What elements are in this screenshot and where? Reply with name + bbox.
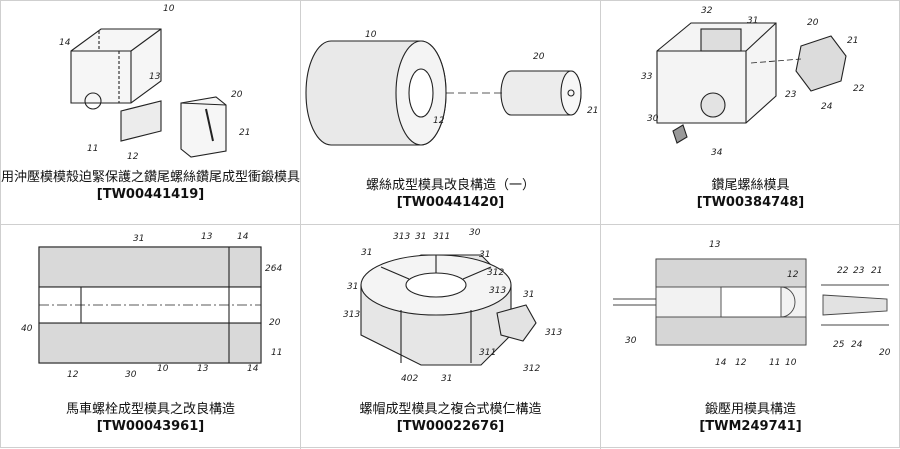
- patent-caption: 鑽尾螺絲模具 [TW00384748]: [601, 177, 900, 211]
- fig-label: 23: [785, 90, 797, 100]
- fig-label: 11: [769, 358, 780, 368]
- patent-caption: 鍛壓用模具構造 [TWM249741]: [601, 401, 900, 435]
- divider: [600, 1, 601, 449]
- fig-label: 40: [21, 324, 33, 334]
- patent-drawing: 10 14 13 20 21 11 12: [59, 4, 250, 161]
- fig-label: 12: [787, 270, 799, 280]
- fig-label: 12: [67, 370, 79, 380]
- fig-label: 11: [87, 144, 98, 154]
- fig-label: 30: [625, 336, 637, 346]
- fig-label: 24: [821, 102, 833, 112]
- fig-label: 312: [487, 268, 504, 278]
- patent-drawing: 313 31 311 30 31 31 312 31 313 313 31 31…: [343, 228, 562, 384]
- fig-label: 22: [853, 84, 865, 94]
- fig-label: 21: [871, 266, 882, 276]
- fig-label: 14: [247, 364, 259, 374]
- fig-label: 20: [533, 52, 545, 62]
- fig-label: 10: [163, 4, 175, 14]
- fig-label: 31: [479, 250, 490, 260]
- fig-label: 10: [157, 364, 169, 374]
- patent-card[interactable]: 31 13 14 264 40 20 11 12 30 10 13 14 馬車螺…: [1, 225, 300, 449]
- patent-number[interactable]: [TWM249741]: [699, 419, 802, 434]
- fig-label: 21: [239, 128, 250, 138]
- fig-label: 33: [641, 72, 653, 82]
- fig-label: 25: [833, 340, 845, 350]
- patent-card[interactable]: 313 31 311 30 31 31 312 31 313 313 31 31…: [301, 225, 600, 449]
- patent-caption: 用沖壓模模殼迫緊保護之鑽尾螺絲鑽尾成型衝鍛模具 [TW00441419]: [1, 169, 300, 203]
- fig-label: 14: [237, 232, 249, 242]
- patent-caption: 馬車螺栓成型模具之改良構造 [TW00043961]: [1, 401, 300, 435]
- patent-card[interactable]: 32 31 20 21 33 22 23 24 30 34 鑽尾螺絲模具 [TW…: [601, 1, 900, 225]
- patent-title[interactable]: 鑽尾螺絲模具: [711, 178, 790, 193]
- fig-label: 10: [785, 358, 797, 368]
- fig-label: 24: [851, 340, 863, 350]
- fig-label: 311: [479, 348, 496, 358]
- patent-number[interactable]: [TW00022676]: [396, 419, 505, 434]
- fig-label: 20: [231, 90, 243, 100]
- fig-label: 21: [587, 106, 598, 116]
- fig-label: 12: [735, 358, 747, 368]
- patent-caption: 螺絲成型模具改良構造（一） [TW00441420]: [301, 177, 600, 211]
- fig-label: 31: [415, 232, 426, 242]
- fig-label: 14: [715, 358, 727, 368]
- fig-label: 21: [847, 36, 858, 46]
- fig-label: 30: [647, 114, 659, 124]
- fig-label: 313: [343, 310, 360, 320]
- fig-label: 10: [365, 30, 377, 40]
- patent-card[interactable]: 10 20 12 21 螺絲成型模具改良構造（一） [TW00441420]: [301, 1, 600, 225]
- patent-number[interactable]: [TW00384748]: [696, 195, 805, 210]
- fig-label: 13: [149, 72, 161, 82]
- patent-drawing: 32 31 20 21 33 22 23 24 30 34: [641, 6, 865, 158]
- fig-label: 13: [201, 232, 213, 242]
- patent-drawing: 31 13 14 264 40 20 11 12 30 10 13 14: [21, 232, 282, 380]
- patent-number[interactable]: [TW00043961]: [96, 419, 205, 434]
- fig-label: 312: [523, 364, 540, 374]
- fig-label: 31: [133, 234, 144, 244]
- fig-label: 34: [711, 148, 723, 158]
- fig-label: 14: [59, 38, 71, 48]
- fig-label: 313: [489, 286, 506, 296]
- fig-label: 12: [433, 116, 445, 126]
- patent-title[interactable]: 用沖壓模模殼迫緊保護之鑽尾螺絲鑽尾成型衝鍛模具: [1, 170, 301, 185]
- fig-label: 13: [197, 364, 209, 374]
- fig-label: 31: [523, 290, 534, 300]
- divider: [300, 1, 301, 449]
- patent-title[interactable]: 螺帽成型模具之複合式模仁構造: [359, 402, 542, 417]
- fig-label: 23: [853, 266, 865, 276]
- fig-label: 313: [545, 328, 562, 338]
- patent-drawing: 10 20 12 21: [305, 30, 598, 146]
- patent-drawing: 13 12 22 23 21 30 14 12 11 10 25 24 20: [613, 240, 891, 368]
- fig-label: 20: [879, 348, 891, 358]
- patent-title[interactable]: 鍛壓用模具構造: [704, 402, 796, 417]
- fig-label: 264: [265, 264, 282, 274]
- fig-label: 22: [837, 266, 849, 276]
- fig-label: 313: [393, 232, 410, 242]
- fig-label: 20: [807, 18, 819, 28]
- fig-label: 31: [347, 282, 358, 292]
- fig-label: 13: [709, 240, 721, 250]
- fig-label: 32: [701, 6, 713, 16]
- patent-title[interactable]: 馬車螺栓成型模具之改良構造: [65, 402, 235, 417]
- fig-label: 30: [125, 370, 137, 380]
- patent-caption: 螺帽成型模具之複合式模仁構造 [TW00022676]: [301, 401, 600, 435]
- fig-label: 311: [433, 232, 450, 242]
- fig-label: 31: [441, 374, 452, 384]
- patent-card[interactable]: 13 12 22 23 21 30 14 12 11 10 25 24 20 鍛…: [601, 225, 900, 449]
- divider: [1, 224, 900, 225]
- patent-number[interactable]: [TW00441420]: [396, 195, 505, 210]
- fig-label: 12: [127, 152, 139, 161]
- fig-label: 11: [271, 348, 282, 358]
- patent-card[interactable]: 10 14 13 20 21 11 12 用沖壓模模殼迫緊保護之鑽尾螺絲鑽尾成型…: [1, 1, 300, 225]
- fig-label: 31: [747, 16, 758, 26]
- patent-title[interactable]: 螺絲成型模具改良構造（一）: [365, 178, 535, 193]
- patent-number[interactable]: [TW00441419]: [96, 187, 205, 202]
- fig-label: 20: [269, 318, 281, 328]
- fig-label: 30: [469, 228, 481, 238]
- fig-label: 31: [361, 248, 372, 258]
- fig-label: 402: [401, 374, 418, 384]
